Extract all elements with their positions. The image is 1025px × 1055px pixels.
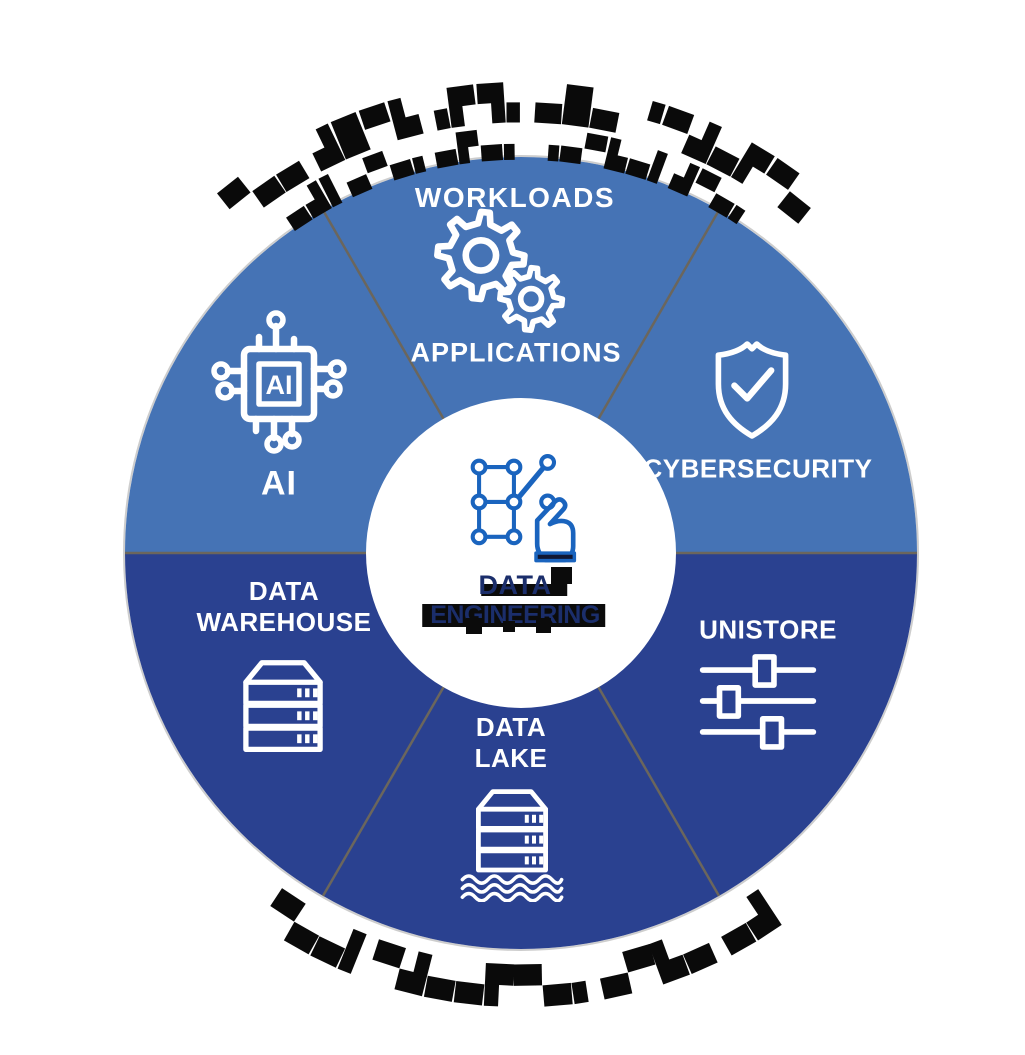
applications-label: APPLICATIONS — [410, 337, 622, 368]
center-label-line2: ENGINEERING — [421, 601, 605, 629]
glitch-fragment — [503, 621, 515, 632]
wheel-rim — [123, 155, 919, 951]
data-warehouse-label: DATA WAREHOUSE — [196, 576, 372, 637]
segment-unistore-wedge — [598, 553, 917, 896]
ai-label: AI — [261, 464, 297, 503]
shield-check-icon — [704, 331, 800, 445]
data-lake-label: DATA LAKE — [474, 712, 548, 773]
gears-icon — [426, 208, 568, 336]
hand-data-network-icon — [457, 445, 579, 567]
ai-chip-icon: AI — [204, 309, 354, 459]
cybersecurity-label: CYBERSECURITY — [643, 453, 873, 484]
segment-divider-lines — [125, 209, 917, 897]
sliders-icon — [697, 649, 819, 753]
unistore-label: UNISTORE — [699, 614, 837, 645]
workloads-heading: WORKLOADS — [414, 182, 616, 213]
segment-ai-wedge — [125, 210, 444, 553]
ai-chip-icon-label: AI — [266, 370, 293, 400]
segment-workloads-applications-wedge — [323, 157, 719, 419]
glitch-fragment — [536, 618, 551, 633]
segment-data-lake-wedge — [323, 687, 719, 949]
server-stack-icon — [230, 643, 336, 755]
server-stack-waves-icon — [449, 774, 575, 903]
center-label-line1: DATA — [478, 570, 568, 600]
glitch-fragment — [551, 567, 572, 584]
center-label-data-engineering: DATA ENGINEERING — [421, 570, 605, 630]
glitch-fragment — [466, 618, 482, 634]
